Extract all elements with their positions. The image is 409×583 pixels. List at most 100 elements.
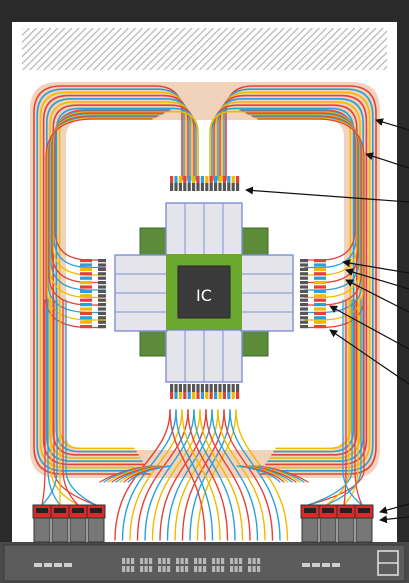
ferrule-right [300,303,308,307]
ferrule-bottom [231,384,235,392]
ferrule-right [300,285,308,289]
fiber-strand [239,109,356,261]
port-grid-icon [149,558,153,564]
fiber-strand [174,409,219,541]
faceplate-slot [44,563,52,567]
ferrule-tip-left [80,325,92,329]
port-grid-icon [248,566,252,572]
ferrule-top [209,183,213,191]
fiber-strand [50,299,79,506]
ferrule-left [98,276,106,280]
fiber-strand [47,116,157,314]
port-grid-icon [230,558,234,564]
fiber-strand [189,409,231,541]
ferrule-tip-top [178,176,182,183]
adapter-port [340,508,352,513]
arrow-icon [375,118,409,131]
fiber-bundle [33,85,377,541]
ferrule-bottom [178,384,182,392]
port-grid-icon [185,566,189,572]
fiber-strand [199,409,244,541]
fiber-strand [307,299,353,506]
arrow-icon [342,259,409,274]
port-grid-icon [144,566,148,572]
ferrule-tip-right [314,289,326,293]
ferrule-tip-top [183,176,187,183]
ferrule-tip-right [314,281,326,285]
ferrule-tip-top [205,176,209,183]
fiber-strand [175,409,214,541]
port-grid-icon [126,566,130,572]
ferrule-tip-right [314,263,326,267]
port-grid-icon [212,566,216,572]
fiber-strand [62,299,79,506]
ferrule-bottom [170,384,174,392]
ferrule-top [183,183,187,191]
fiber-strand [52,111,167,276]
ferrule-tip-left [80,316,92,320]
port-grid-icon [194,558,198,564]
ferrule-tip-bottom [222,392,226,399]
ferrule-tip-right [314,311,326,315]
ferrule-tip-top [236,176,240,183]
port-grid-icon [122,566,126,572]
port-grid-icon [194,566,198,572]
ferrule-bottom [227,384,231,392]
ferrule-tip-left [80,276,92,280]
ferrule-right [300,272,308,276]
faceplate-slot [54,563,62,567]
fiber-strand [249,114,361,299]
port-grid-icon [198,558,202,564]
port-grid-icon [257,558,261,564]
ferrule-right [300,316,308,320]
fiber-strand [241,110,357,269]
port-grid-icon [158,558,162,564]
arrow-icon [345,268,409,290]
port-grid-icon [198,566,202,572]
fiber-strand [41,299,58,506]
fiber-strand [51,112,165,284]
ferrule-tip-bottom [200,392,204,399]
adapter-port [304,508,316,513]
ferrule-top [174,183,178,191]
ferrule-top [205,183,209,191]
port-grid-icon [176,558,180,564]
ferrule-top [222,183,226,191]
ferrule-tip-bottom [209,392,213,399]
fiber-strand [247,113,360,291]
ferrule-tip-top [196,176,200,183]
ferrule-right [300,281,308,285]
ferrule-right [300,276,308,280]
ferrule-tip-right [314,303,326,307]
ferrule-bottom [200,384,204,392]
ferrule-tip-top [231,176,235,183]
port-grid-icon [162,558,166,564]
fiber-strand [48,115,159,306]
fiber-strand [151,409,201,541]
fiber-strand [343,299,359,506]
port-grid-icon [126,558,130,564]
ferrule-tip-bottom [236,392,240,399]
ferrule-tip-right [314,316,326,320]
port-grid-icon [122,558,126,564]
port-grid-icon [131,558,135,564]
ferrule-tip-bottom [231,392,235,399]
ferrule-tip-left [80,294,92,298]
ferrule-tip-left [80,307,92,311]
port-grid-icon [176,566,180,572]
ferrule-tip-top [170,176,174,183]
ferrule-tip-bottom [170,392,174,399]
arrow-icon [379,503,409,514]
ferrule-tip-right [314,276,326,280]
ic-die [166,254,242,330]
port-grid-icon [216,558,220,564]
ferrule-top [200,183,204,191]
ferrule-tip-bottom [183,392,187,399]
ferrule-tip-top [209,176,213,183]
port-grid-icon [221,558,225,564]
fiber-strand [181,409,225,541]
port-grid-icon [162,566,166,572]
ferrule-tip-bottom [178,392,182,399]
ferrule-tip-bottom [187,392,191,399]
